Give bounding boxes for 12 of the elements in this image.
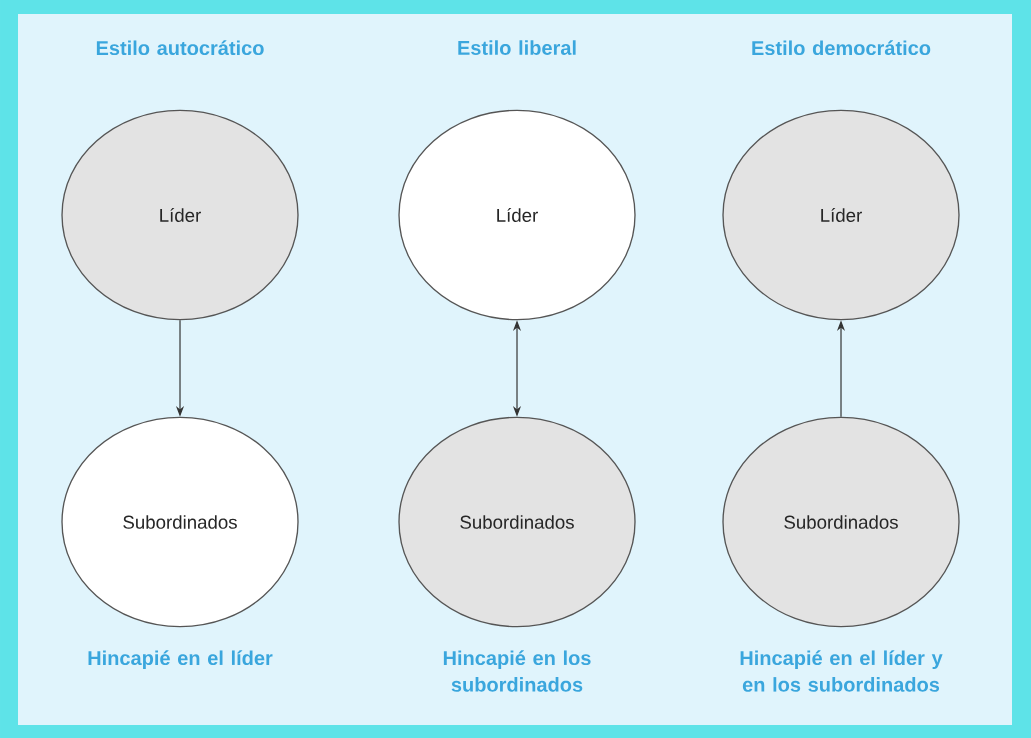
ellipse-node: Subordinados [398,416,636,628]
heading-text: Hincapié en el líder y en los subordinados [740,650,943,692]
heading-text: Hincapié en los subordinados [443,650,591,692]
heading-text: Estilo autocrático [96,40,264,56]
ellipse-node: Líder [61,109,299,321]
heading-text: Hincapié en el líder [88,650,273,670]
heading-text: Estilo liberal [458,40,576,55]
ellipse-node: Líder [722,109,960,321]
ellipse-node: Subordinados [722,416,960,628]
ellipse-node: Subordinados [61,416,299,628]
heading-text: Estilo democrático [752,40,931,56]
ellipse-node: Líder [398,109,636,321]
